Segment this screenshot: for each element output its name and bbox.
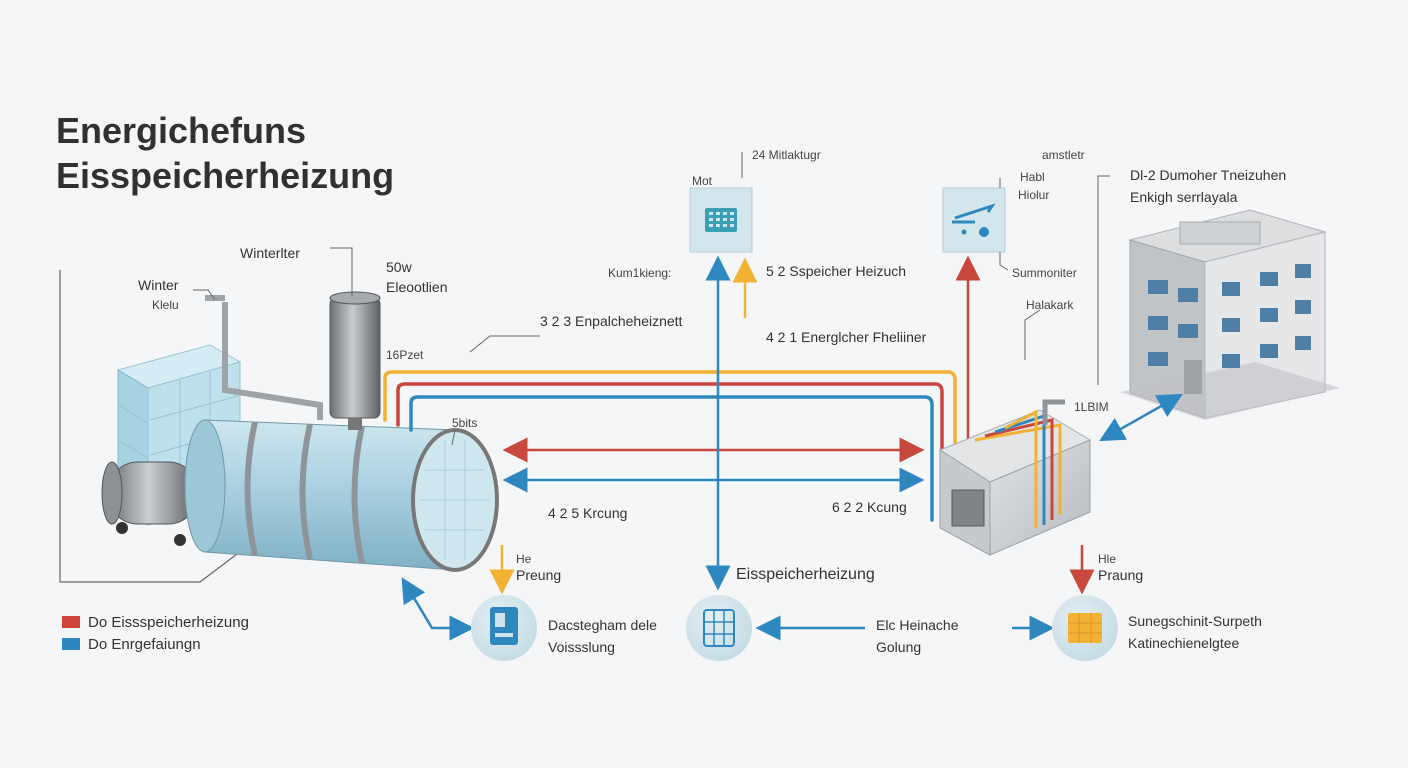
small-tank	[101, 461, 199, 546]
heat-exchanger-unit	[938, 399, 1092, 556]
summoniter-label: Summoniter	[1012, 266, 1077, 280]
solar-icon	[1052, 595, 1118, 661]
legend-label-blue: Do Enrgefaiungn	[88, 635, 201, 653]
l6pzet-label: 16Pzet	[386, 348, 424, 362]
sbits-label: 5bits	[452, 416, 478, 430]
loop-pipes	[383, 370, 957, 522]
kcung-right-label: 6 2 2 Kcung	[832, 499, 907, 515]
leader-line	[451, 429, 456, 446]
leader-line	[469, 335, 540, 353]
node4-label-2: Katinechienelgtee	[1128, 635, 1240, 651]
holur-label: Hiolur	[1018, 188, 1050, 202]
amstletr-label: amstletr	[1042, 148, 1085, 162]
legend-swatch-red	[62, 616, 80, 628]
tick-line	[999, 178, 1009, 271]
main-ice-tank	[184, 419, 499, 572]
winter-sub-label: Klelu	[152, 298, 179, 312]
leader-line	[330, 247, 353, 296]
legend-swatch-blue	[62, 638, 80, 650]
eleootlien-label: Eleootlien	[386, 279, 448, 295]
leader-line	[193, 289, 216, 301]
bottom-left-arrow	[401, 577, 475, 641]
enp-label: 3 2 3 Enpalcheheiznett	[540, 313, 683, 329]
grid-icon	[686, 595, 752, 661]
bracket-line	[1024, 309, 1041, 360]
legend-item-blue: Do Enrgefaiungn	[62, 633, 249, 655]
he-right-label-1: Hle	[1098, 552, 1117, 566]
energicher-label: 4 2 1 Energlcher Fheliiner	[766, 329, 927, 345]
kumlkieng-label: Kum1kieng:	[608, 266, 672, 280]
node4-label-1: Sunegschinit-Surpeth	[1128, 613, 1262, 629]
halakark-label: Halakark	[1026, 298, 1074, 312]
winter-label: Winter	[138, 277, 179, 293]
cylinder-unit	[329, 291, 381, 430]
he-left-label-2: Preung	[516, 567, 562, 583]
node1-label-1: Dacstegham dele	[548, 617, 657, 633]
building	[1120, 209, 1340, 420]
mitte-label: 24 Mitlaktugr	[752, 148, 821, 162]
sow-label: 50w	[386, 259, 412, 275]
title-line-1: Energichefuns	[56, 110, 307, 151]
building-link-arrow	[1099, 393, 1183, 442]
he-right-label-2: Praung	[1098, 567, 1144, 583]
page-title: Energichefuns Eisspeicherheizung	[56, 108, 394, 198]
mot-label: Mot	[692, 174, 713, 188]
legend-label-red: Do Eissspeicherheizung	[88, 613, 249, 631]
title-line-2: Eisspeicherheizung	[56, 155, 395, 196]
winterlter-label: Winterlter	[240, 245, 300, 261]
llbim-label: 1LBIM	[1074, 400, 1109, 414]
he-left-label-1: He	[516, 552, 532, 566]
building-label-2: Enkigh serrlayala	[1130, 189, 1238, 205]
weather-icon	[942, 187, 1006, 253]
building-label-1: Dl-2 Dumoher Tneizuhen	[1130, 167, 1287, 183]
bracket-line	[1097, 175, 1110, 385]
bracket-line	[59, 270, 246, 583]
dispenser-icon	[471, 595, 537, 661]
node1-label-2: Voissslung	[548, 639, 615, 655]
control-panel-icon	[689, 187, 753, 253]
legend-item-red: Do Eissspeicherheizung	[62, 611, 249, 633]
connecting-pipes	[205, 295, 323, 420]
krcung-left-label: 4 2 5 Krcung	[548, 505, 628, 521]
habl-label: Habl	[1020, 170, 1045, 184]
legend: Do Eissspeicherheizung Do Enrgefaiungn	[62, 611, 249, 655]
center-bottom-label: Eisspeicherheizung	[736, 566, 875, 583]
node3-label-1: Elc Heinache	[876, 617, 959, 633]
sspeicher-label: 5 2 Sspeicher Heizuch	[766, 263, 907, 279]
node3-label-2: Golung	[876, 639, 922, 655]
